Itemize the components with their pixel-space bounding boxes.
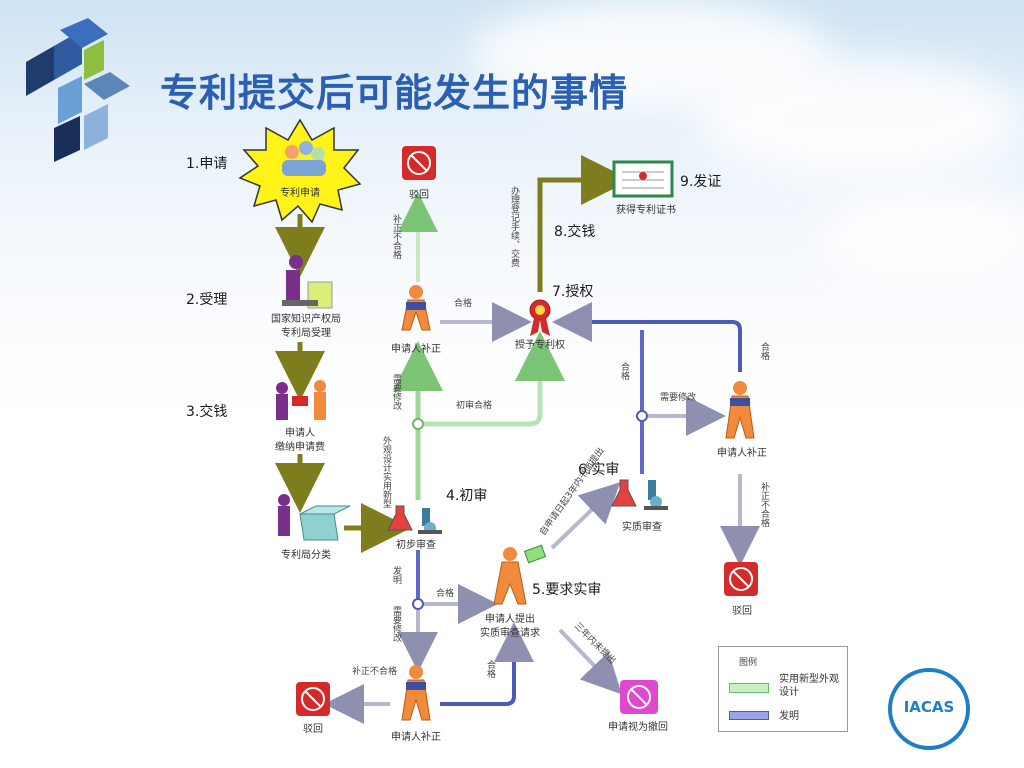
accept-person-icon	[282, 255, 333, 309]
edge-within-3yr: 自申请日起3年内书面提出	[537, 445, 607, 538]
step-9-label: 9.发证	[680, 174, 721, 190]
legend-blue-swatch	[729, 711, 769, 720]
arrow-request-substantive	[550, 482, 621, 550]
node-amend-bottom-label: 申请人补正	[391, 730, 441, 743]
edge-pass-right: 合格	[619, 361, 630, 381]
request-person-icon	[493, 544, 547, 605]
legend-row-blue: 发明	[729, 707, 839, 723]
step-7-label: 7.授权	[552, 284, 593, 300]
legend-blue-label: 发明	[779, 711, 799, 722]
edge-need-amend-right: 需要修改	[660, 391, 696, 403]
legend: 图例 实用新型外观设计 发明	[718, 646, 848, 732]
node-substantive-label: 实质审查	[622, 520, 662, 533]
arrow-amend-right-grant	[552, 302, 742, 372]
edge-pass-to-grant: 合格	[454, 297, 472, 309]
apply-starburst: 专利申请	[238, 118, 362, 224]
step-4-label: 4.初审	[446, 487, 487, 504]
node-accept-label-2: 专利局受理	[281, 326, 331, 339]
arrow-prelim-pass-grant	[418, 331, 565, 427]
arrow-request-withdrawn	[558, 628, 622, 695]
reject-bottom-icon	[296, 682, 330, 716]
legend-green-label: 实用新型外观设计	[779, 674, 839, 698]
step-5-label: 5.要求实审	[532, 582, 601, 598]
node-amend-right-label: 申请人补正	[717, 446, 767, 459]
cloud	[700, 60, 1020, 180]
node-classify-label: 专利局分类	[281, 548, 331, 561]
legend-row-green: 实用新型外观设计	[729, 673, 839, 703]
amend-bottom-person-icon	[401, 665, 431, 721]
edge-not-within-3yr: 三年内未提出	[572, 620, 619, 667]
arrow-bottom-amend-pass	[440, 622, 534, 706]
step-1-label: 1.申请	[186, 156, 227, 172]
edge-utility-design: 外观设计实用新型	[381, 435, 392, 508]
edge-amend-fail-top: 补正不合格	[391, 213, 402, 260]
classify-box-icon	[278, 494, 351, 541]
edge-amend-fail-bottom: 补正不合格	[352, 665, 397, 677]
node-amend-top-label: 申请人补正	[391, 342, 441, 355]
edge-pass-far-right: 合格	[759, 341, 770, 361]
logo-cubes-icon	[26, 18, 130, 162]
step-6-label: 6.实审	[578, 462, 619, 478]
node-pay-label-2: 缴纳申请费	[275, 440, 325, 453]
node-apply-label: 专利申请	[280, 186, 320, 199]
certificate-icon	[612, 160, 674, 198]
node-reject-right-label: 驳回	[732, 605, 752, 617]
edge-prelim-pass: 初审合格	[456, 399, 492, 411]
node-reject-top-label: 驳回	[409, 189, 429, 201]
iacas-logo-text: IACAS	[903, 698, 955, 716]
reject-top-icon	[402, 146, 436, 180]
step-3-label: 3.交钱	[186, 403, 227, 420]
amend-top-person-icon	[401, 285, 431, 331]
edge-need-amend-left: 需要修改	[391, 374, 402, 411]
substantive-lab-icon	[611, 479, 668, 510]
step-2-label: 2.受理	[186, 292, 227, 308]
page-title: 专利提交后可能发生的事情	[160, 71, 629, 115]
pay-people-icon	[276, 380, 326, 420]
node-request-label-1: 申请人提出	[485, 612, 535, 625]
node-prelim-label: 初步审查	[396, 538, 436, 551]
arrow-grant-certificate	[537, 155, 631, 292]
node-accept-label-1: 国家知识产权局	[271, 312, 341, 325]
node-pay-label-1: 申请人	[285, 426, 315, 439]
reject-right-icon	[724, 562, 758, 596]
step-8-label: 8.交钱	[554, 223, 595, 240]
cloud	[820, 190, 1024, 280]
edge-pass-bottom: 合格	[485, 659, 496, 679]
node-grant-label: 授予专利权	[515, 338, 565, 351]
node-request-label-2: 实质审查请求	[480, 626, 540, 639]
edge-amend-fail-right: 补正不合格	[759, 481, 770, 528]
legend-green-swatch	[729, 683, 769, 693]
iacas-logo: IACAS	[888, 668, 970, 750]
node-certificate-label: 获得专利证书	[616, 203, 676, 216]
edge-invention: 发明	[391, 565, 402, 585]
node-withdrawn-label: 申请视为撤回	[608, 720, 668, 733]
amend-right-person-icon	[725, 381, 755, 439]
node-reject-bottom-label: 驳回	[303, 723, 323, 735]
prelim-lab-icon	[387, 505, 442, 534]
edge-pass-mid: 合格	[436, 587, 454, 599]
grant-ribbon-icon	[529, 299, 551, 336]
withdrawn-icon	[620, 680, 658, 714]
edge-register-fee: 办理登记手续、交费	[509, 185, 520, 268]
legend-title: 图例	[739, 658, 758, 668]
edge-need-amend-bottom: 需要修改	[391, 606, 402, 643]
